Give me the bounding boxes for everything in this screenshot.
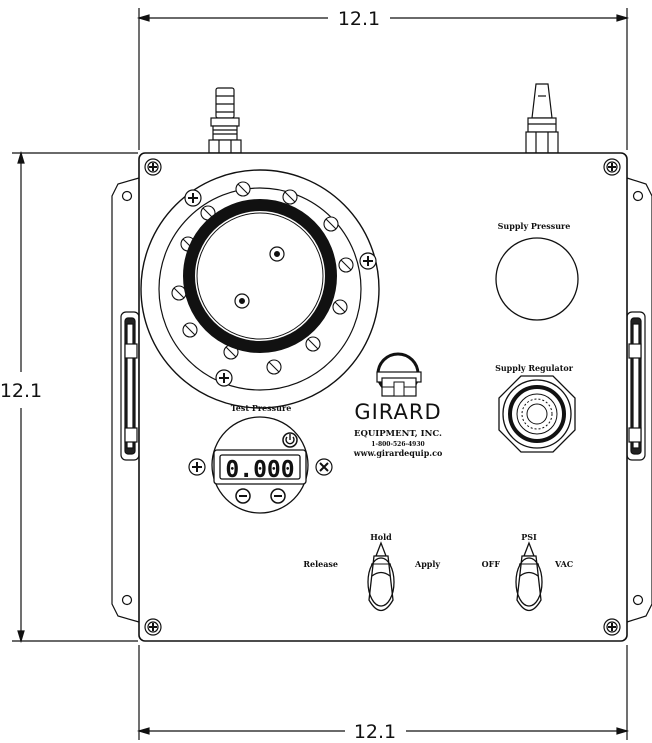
dimension-left-value: 12.1	[0, 380, 42, 402]
psi-label: PSI	[521, 532, 537, 542]
toggle-lever-icon[interactable]	[367, 541, 395, 612]
screw-icon	[188, 458, 206, 476]
screw-icon	[144, 158, 162, 176]
screw-icon	[144, 618, 162, 636]
supply-pressure-label: Supply Pressure	[498, 221, 571, 231]
minus-button-icon[interactable]	[270, 488, 286, 504]
dimension-bottom-value: 12.1	[354, 721, 396, 743]
release-label: Release	[303, 559, 338, 569]
digital-gauge: 0.000	[211, 416, 309, 514]
toggle-lever-icon[interactable]	[515, 541, 543, 612]
minus-button-icon[interactable]	[235, 488, 251, 504]
left-handle	[111, 177, 140, 623]
screw-icon	[184, 189, 202, 207]
dimension-left	[12, 150, 138, 644]
test-chamber	[140, 169, 380, 409]
off-label: OFF	[482, 559, 501, 569]
logo-name: GIRARD	[354, 400, 441, 424]
screw-icon	[603, 618, 621, 636]
power-icon[interactable]	[282, 432, 298, 448]
nozzle-fitting-icon	[525, 83, 559, 154]
dimension-top-value: 12.1	[338, 8, 380, 30]
test-pressure-label: Test Pressure	[231, 403, 292, 413]
screw-icon	[359, 252, 377, 270]
dimension-top	[136, 8, 630, 150]
screw-icon	[315, 458, 333, 476]
supply-pressure-gauge	[495, 237, 579, 321]
hold-label: Hold	[370, 532, 392, 542]
quick-connect-fitting-icon	[208, 87, 242, 154]
vac-label: VAC	[554, 559, 573, 569]
girard-logo: G GIRARD EQUIPMENT, INC. 1-800-526-4930 …	[353, 352, 443, 458]
right-handle	[626, 177, 652, 623]
display-reading: 0.000	[225, 457, 294, 483]
logo-website: www.girardequip.co	[353, 448, 443, 458]
supply-regulator-label: Supply Regulator	[495, 363, 574, 373]
chamber-bolts	[171, 181, 354, 375]
screw-icon	[215, 369, 233, 387]
screw-icon	[603, 158, 621, 176]
supply-regulator-knob[interactable]	[498, 375, 576, 453]
dimension-bottom	[136, 645, 630, 740]
logo-subtitle: EQUIPMENT, INC.	[354, 429, 442, 439]
apply-label: Apply	[414, 559, 440, 569]
logo-phone: 1-800-526-4930	[371, 441, 424, 448]
